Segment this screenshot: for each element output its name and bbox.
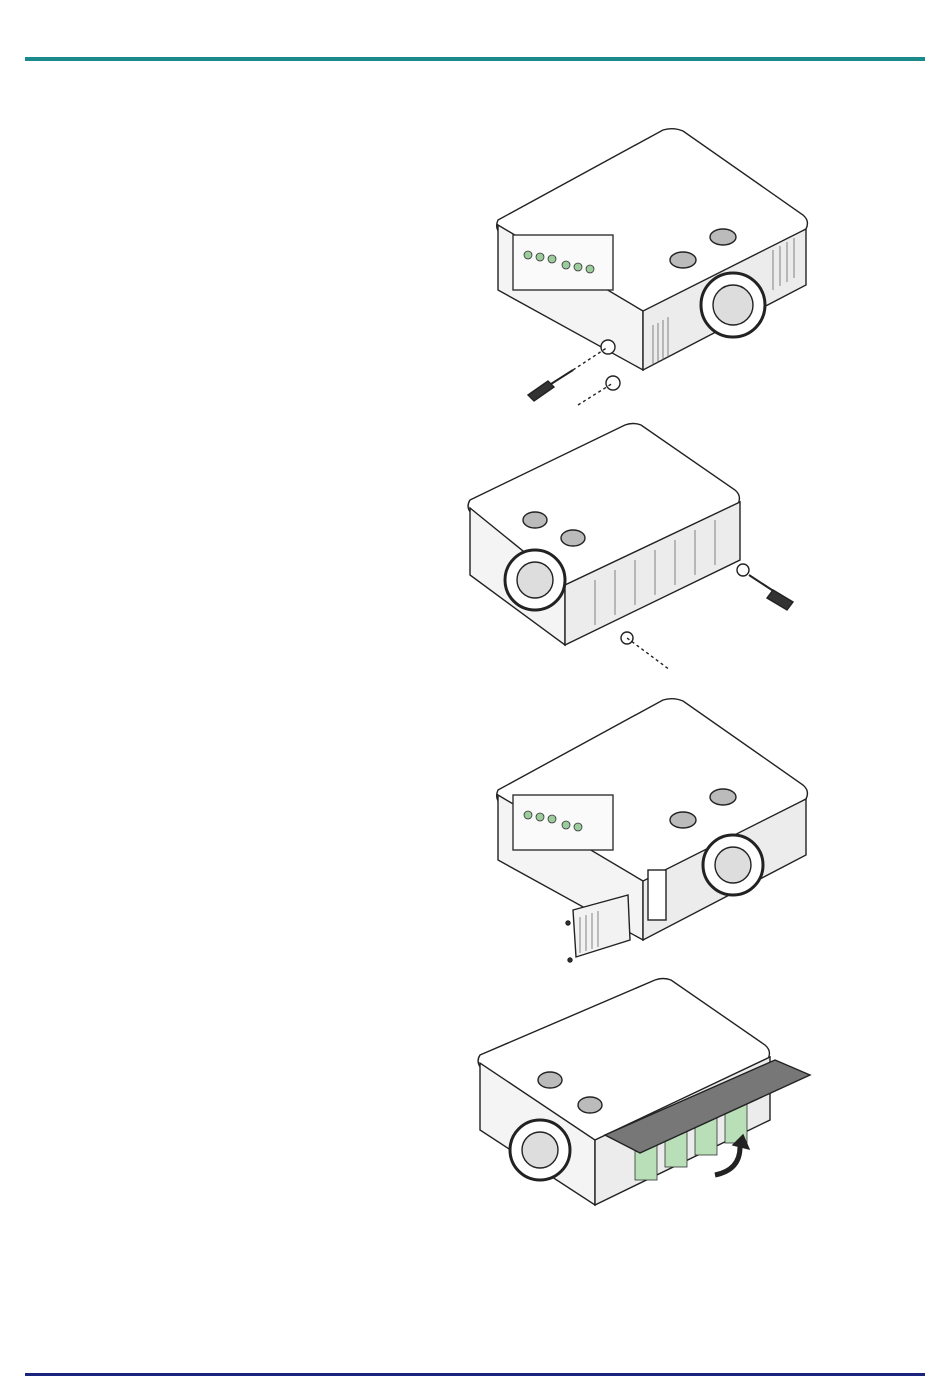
footer-rule [25,1373,925,1376]
projector-filter-cover-open-icon [465,975,825,1235]
projector-front-screws-removal-icon [488,125,818,415]
projector-side-screws-removal-icon [455,420,815,680]
header-rule [25,57,925,61]
projector-side-cover-removal-icon [488,695,818,965]
